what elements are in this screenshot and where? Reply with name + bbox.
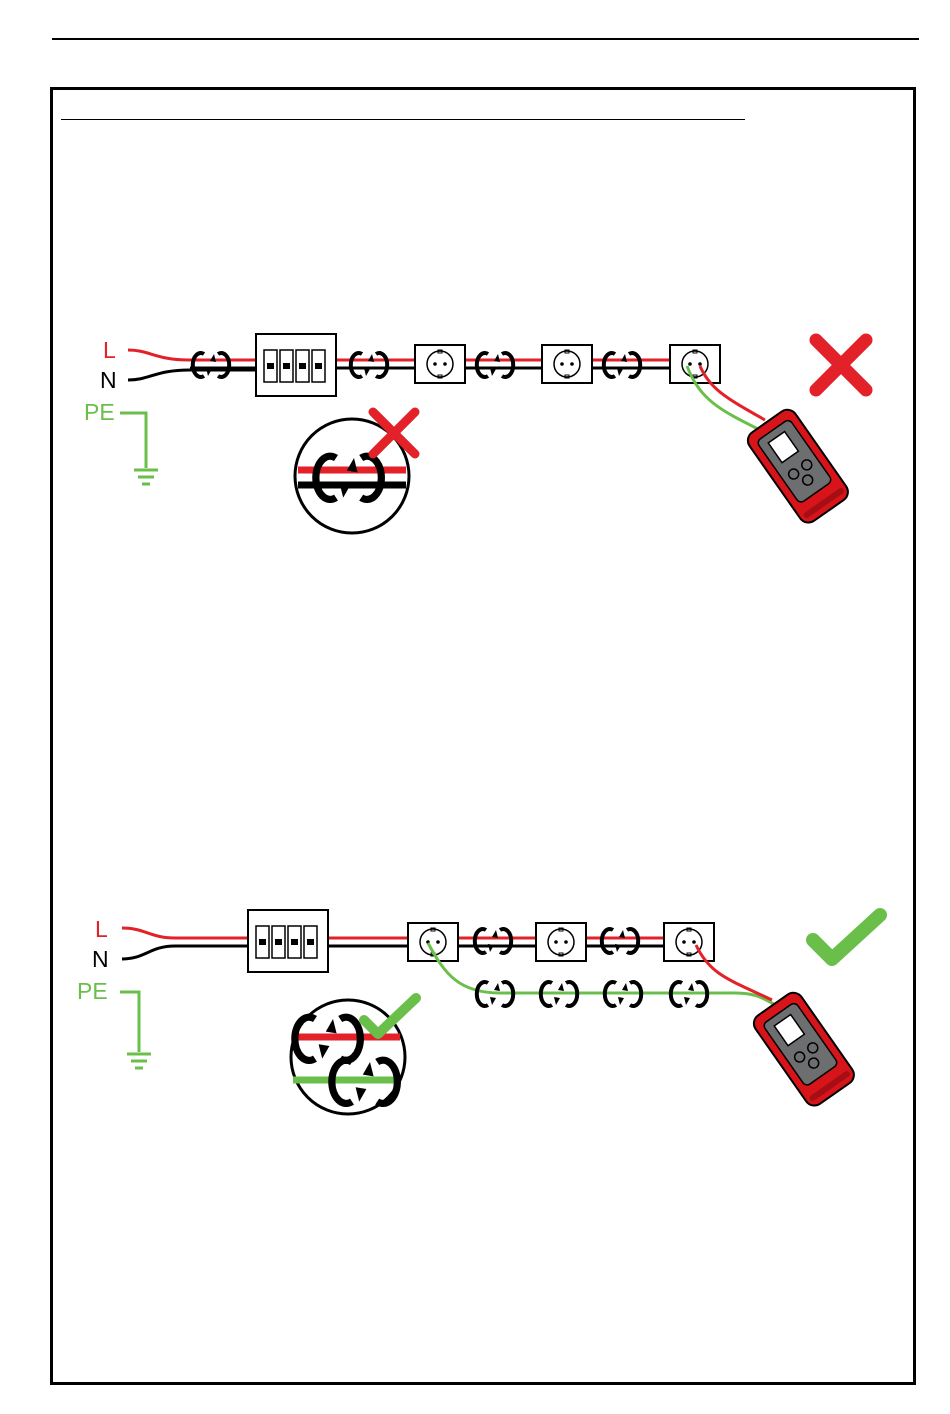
label-n: N [92,946,109,972]
breaker-panel [248,910,328,972]
earth-ground-icon [120,992,151,1068]
tester-device [750,989,858,1110]
content-frame [50,87,916,1385]
detail-magnifier [295,412,415,533]
socket-outlet-tested [670,345,720,383]
label-pe: PE [77,978,108,1004]
clamp-icon [351,353,387,377]
label-n: N [100,367,117,393]
socket-outlet [408,923,458,961]
tester-device [744,406,852,527]
wiring-diagram-correct: L N PE [60,895,900,1135]
check-icon [813,915,880,959]
label-l: L [95,916,108,942]
clamp-icon [193,353,229,377]
wiring-diagram-incorrect: L N PE [60,320,900,550]
clamp-icon [477,353,513,377]
breaker-panel [256,334,336,396]
section-rule [61,119,745,120]
cross-icon [816,340,866,390]
label-pe: PE [84,399,115,425]
label-l: L [103,337,116,363]
clamp-icon [475,929,511,953]
socket-outlet [536,923,586,961]
detail-magnifier [291,998,416,1114]
socket-outlet-tested [664,923,714,961]
earth-ground-icon [120,413,158,484]
clamp-icon [602,929,638,953]
socket-outlet [542,345,592,383]
header-rule [52,38,919,40]
socket-outlet [415,345,465,383]
clamp-icon [604,353,640,377]
